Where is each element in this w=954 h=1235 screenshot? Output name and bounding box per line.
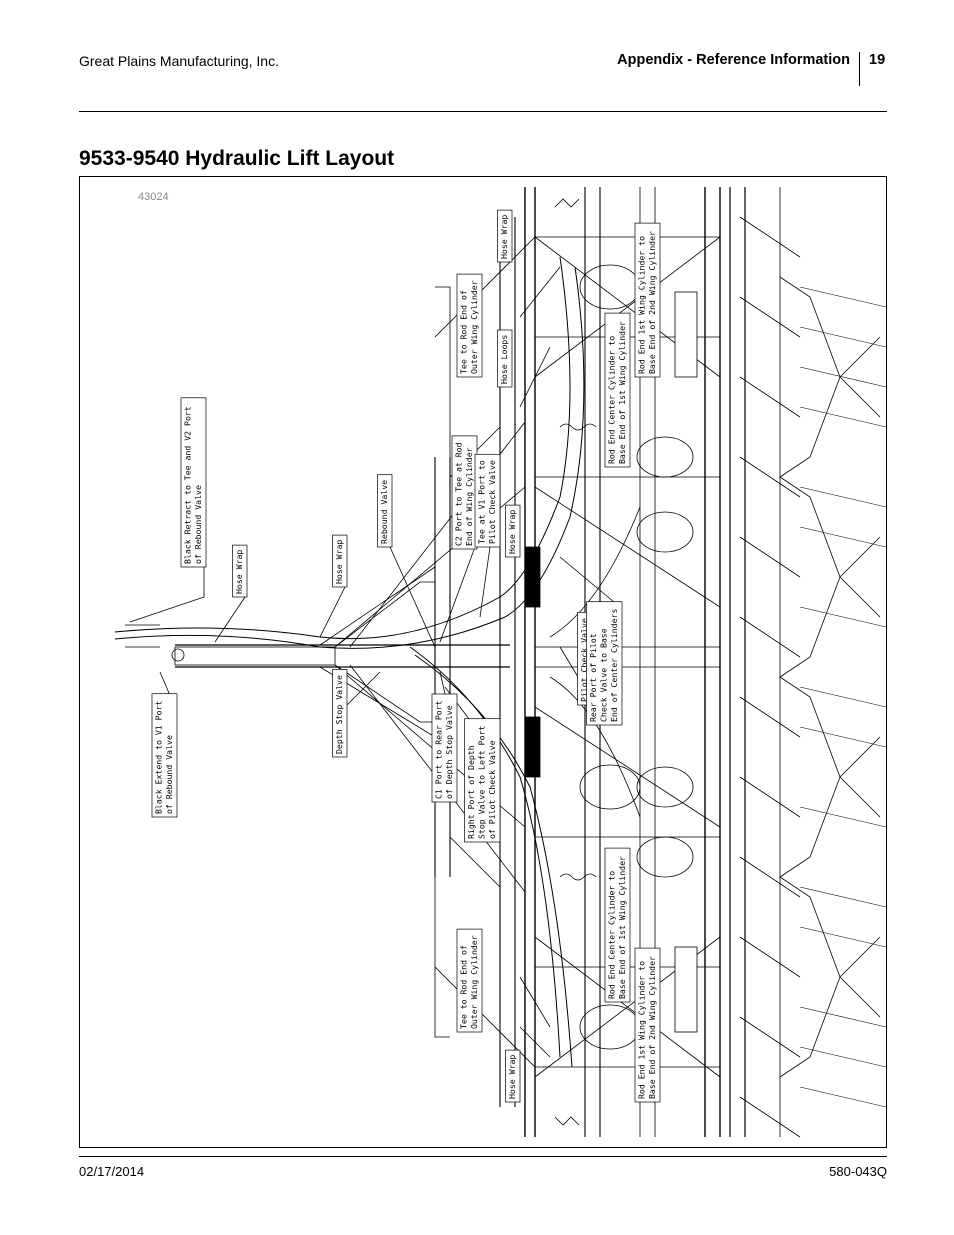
callout-box [505, 504, 521, 558]
header-company: Great Plains Manufacturing, Inc. [79, 53, 279, 69]
callout-text: C1 Port to Rear Port [434, 700, 444, 799]
callout-text: Base End of 2nd Wing Cylinder [647, 956, 657, 1099]
footer-date: 02/17/2014 [79, 1164, 145, 1179]
callout-box [431, 693, 458, 803]
callout-text: Pilot Check Valve [579, 618, 589, 702]
callout-label: Hose Wrap [232, 544, 248, 598]
callout-text: Tee to Rod End of [459, 290, 469, 374]
callout-text: Rod End Center Cylinder to [607, 336, 617, 464]
callout-text: Rod End 1st Wing Cylinder to [637, 961, 647, 1099]
callout-box [586, 601, 623, 726]
header-section-title: Appendix - Reference Information [617, 52, 850, 68]
callout-box [604, 312, 631, 468]
page-title: 9533-9540 Hydraulic Lift Layout [79, 147, 395, 170]
callout-text: Rod End 1st Wing Cylinder to [637, 236, 647, 374]
callout-box [634, 947, 661, 1103]
footer-doc-number: 580-043Q [829, 1164, 887, 1179]
callout-text: Black Extend to V1 Port [154, 701, 164, 814]
callout-text: Tee at V1 Port to [477, 460, 487, 544]
callout-box [497, 209, 513, 263]
callout-text: Stop Valve to Left Port [477, 726, 487, 839]
callout-text: Hose Wrap [507, 510, 517, 554]
callout-text: Hose Wrap [499, 215, 509, 259]
callout-box [377, 474, 393, 548]
callout-label: Hose Loops [497, 329, 513, 388]
callout-box [332, 669, 348, 758]
callout-text: Rebound Valve [379, 480, 389, 544]
callout-text: Check Valve to Base [599, 628, 609, 722]
callout-box [180, 397, 207, 568]
callout-box [332, 534, 348, 588]
figure-id: 43024 [138, 191, 169, 203]
callout-text: Hose Wrap [334, 540, 344, 584]
callout-box [497, 329, 513, 388]
callout-text: End of Wing Cylinder [464, 447, 474, 546]
callout-label: Hose Wrap [505, 1049, 521, 1103]
callout-text: Black Retract to Tee and V2 Port [183, 406, 193, 564]
header-divider [859, 52, 860, 86]
header-rule [79, 111, 887, 112]
callout-text: of Rebound Valve [193, 485, 203, 564]
callout-text: Pilot Check Valve [487, 460, 497, 544]
callout-text: Base End of 1st Wing Cylinder [617, 321, 627, 464]
callout-box [456, 928, 483, 1033]
callout-text: Tee to Rod End of [459, 945, 469, 1029]
callout-label: Depth Stop Valve [332, 669, 348, 758]
footer-rule [79, 1156, 887, 1157]
callout-text: of Rebound Valve [164, 735, 174, 814]
callout-text: Rod End Center Cylinder to [607, 871, 617, 999]
callout-text: End of Center Cylinders [609, 609, 619, 722]
callout-box [464, 718, 501, 843]
callout-text: Right Port of Depth [466, 745, 476, 839]
callout-text: Base End of 2nd Wing Cylinder [647, 231, 657, 374]
callout-text: Base End of 1st Wing Cylinder [617, 856, 627, 999]
callout-box [604, 847, 631, 1003]
callout-label: Hose Wrap [505, 504, 521, 558]
callout-text: Outer Wing Cylinder [469, 280, 479, 374]
callout-text: C2 Port to Tee at Rod [454, 442, 464, 546]
callout-text: Hose Wrap [507, 1055, 517, 1099]
callout-box [505, 1049, 521, 1103]
callout-box [634, 222, 661, 378]
page-number: 19 [869, 52, 886, 68]
callout-label: Rebound Valve [377, 474, 393, 548]
callout-text: Depth Stop Valve [334, 675, 344, 754]
callout-text: Rear Port of Pilot [588, 633, 598, 722]
callout-text: Hose Wrap [234, 550, 244, 594]
callout-box [456, 273, 483, 378]
callout-box [232, 544, 248, 598]
callout-text: Hose Loops [499, 335, 509, 384]
callout-text: of Depth Stop Valve [444, 705, 454, 799]
callout-box [151, 693, 178, 818]
callout-text: of Pilot Check Valve [487, 740, 497, 839]
callout-label: Hose Wrap [332, 534, 348, 588]
callout-box [474, 453, 501, 548]
callout-label: Hose Wrap [497, 209, 513, 263]
callout-text: Outer Wing Cylinder [469, 935, 479, 1029]
